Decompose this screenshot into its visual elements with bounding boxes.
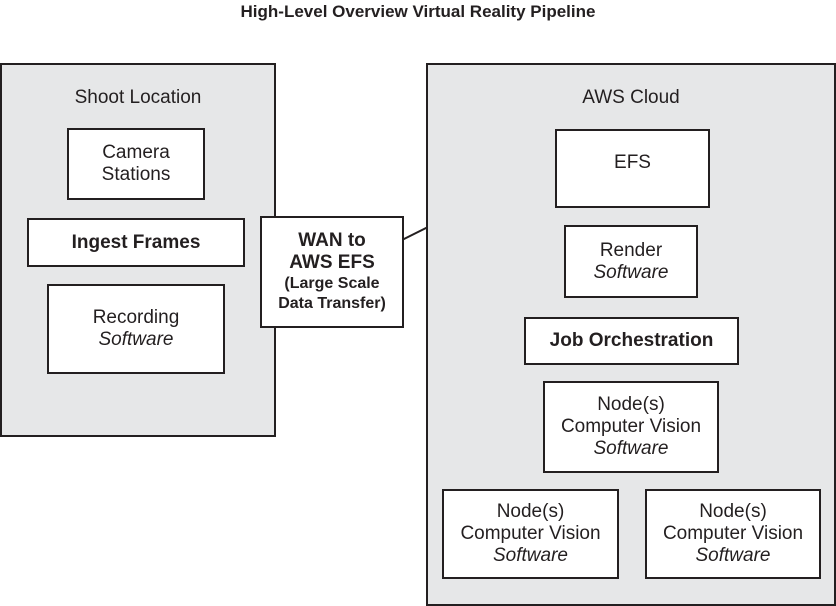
job-orchestration-label: Job Orchestration xyxy=(549,330,714,351)
render-software-box: Render Software xyxy=(564,225,698,298)
wan-line2: AWS EFS xyxy=(289,252,375,273)
ingest-frames-box: Ingest Frames xyxy=(27,218,245,267)
wan-line4: Data Transfer) xyxy=(278,295,386,312)
node-left-line1: Node(s) xyxy=(496,501,565,522)
node-left-box: Node(s) Computer Vision Software xyxy=(442,489,619,579)
node-center-line3: Software xyxy=(593,438,669,459)
ingest-frames-label: Ingest Frames xyxy=(71,231,201,253)
node-left-line3: Software xyxy=(493,545,568,566)
diagram-title: High-Level Overview Virtual Reality Pipe… xyxy=(240,2,596,21)
camera-stations-line2: Stations xyxy=(101,164,171,185)
node-center-box: Node(s) Computer Vision Software xyxy=(543,381,719,473)
camera-stations-line1: Camera xyxy=(102,142,170,163)
node-right-line2: Computer Vision xyxy=(662,523,804,544)
node-center-line1: Node(s) xyxy=(597,394,665,415)
render-label: Render xyxy=(599,239,663,261)
camera-stations-box: Camera Stations xyxy=(67,128,205,200)
recording-software-label: Software xyxy=(98,329,174,350)
wan-to-aws-efs-box: WAN to AWS EFS (Large Scale Data Transfe… xyxy=(260,216,404,328)
wan-line3: (Large Scale xyxy=(284,275,380,292)
shoot-location-label: Shoot Location xyxy=(74,87,202,108)
node-right-line1: Node(s) xyxy=(699,501,767,522)
efs-label: EFS xyxy=(614,151,651,173)
wan-line1: WAN to xyxy=(298,230,366,251)
render-software-label: Software xyxy=(593,261,669,283)
efs-box: EFS xyxy=(555,129,710,208)
recording-software-box: Recording Software xyxy=(47,284,225,374)
aws-cloud-label: AWS Cloud xyxy=(582,87,680,108)
node-right-line3: Software xyxy=(695,545,771,566)
node-center-line2: Computer Vision xyxy=(560,416,702,437)
node-left-line2: Computer Vision xyxy=(460,523,601,544)
node-right-box: Node(s) Computer Vision Software xyxy=(645,489,821,579)
recording-label: Recording xyxy=(92,307,180,328)
job-orchestration-box: Job Orchestration xyxy=(524,317,739,365)
